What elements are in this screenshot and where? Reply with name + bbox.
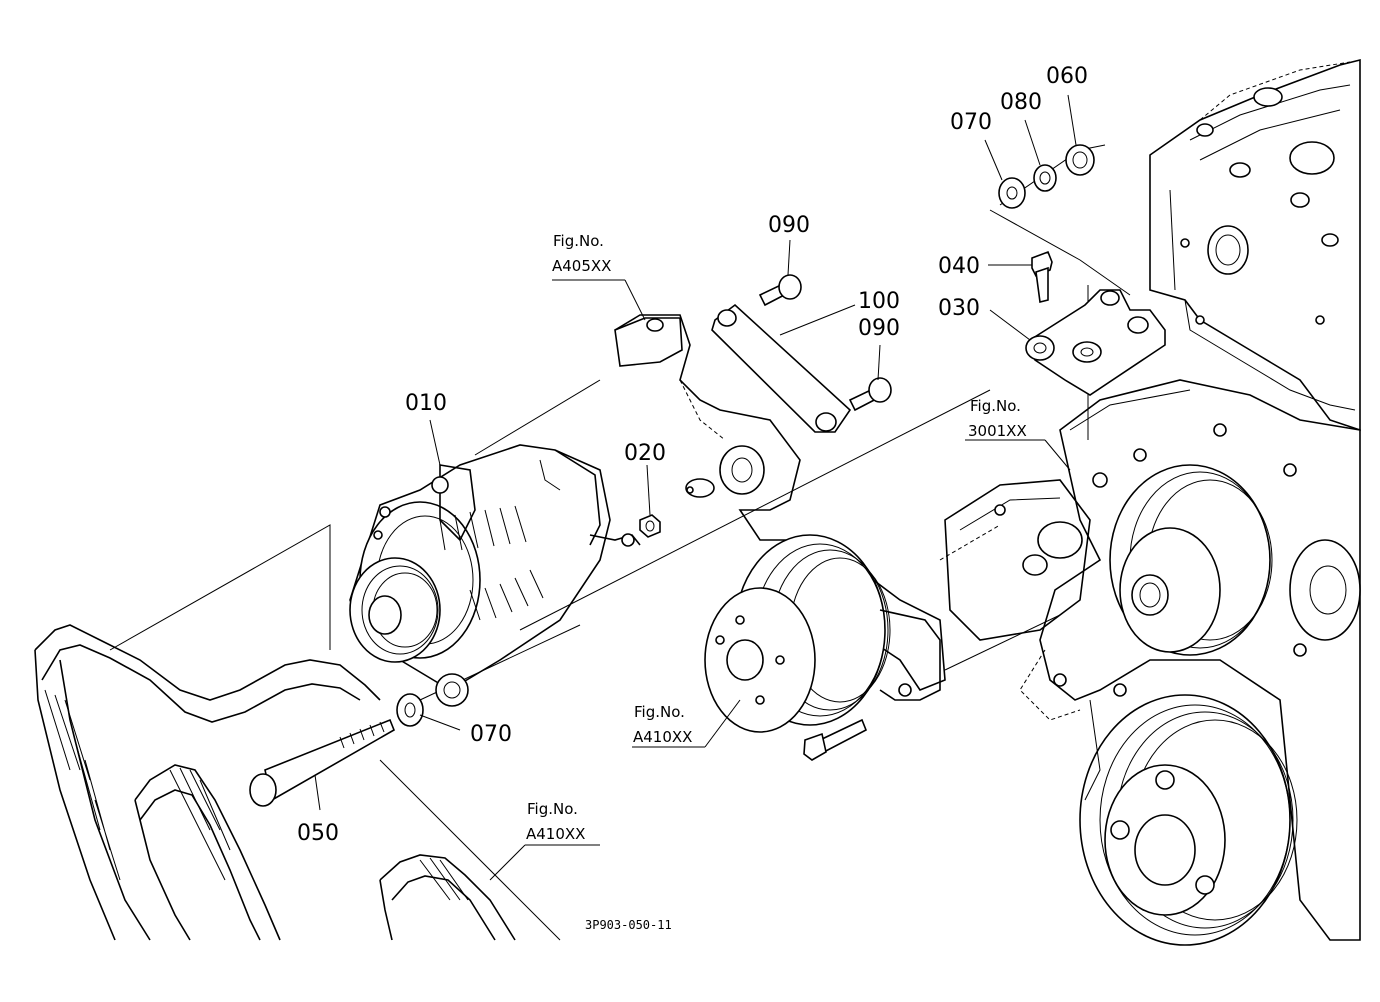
part-label-030: 030: [938, 296, 980, 321]
part-label-090-lower: 090: [858, 316, 900, 341]
drawing-code: 3P903-050-11: [585, 918, 672, 932]
part-label-020: 020: [624, 441, 666, 466]
adjusting-plate-100: [711, 303, 852, 433]
washer-070-upper: [998, 177, 1026, 209]
fig-ref-a410-belt-code: A410XX: [526, 825, 585, 843]
bolt-050: [249, 718, 396, 807]
alternator: [349, 444, 641, 707]
part-label-070-upper: 070: [950, 110, 992, 135]
fig-ref-a410-belt-caption: Fig.No.: [527, 800, 578, 818]
nut-060: [1065, 144, 1095, 176]
part-label-070-lower: 070: [470, 722, 512, 747]
washer-070-lower: [396, 693, 424, 727]
part-label-060: 060: [1046, 64, 1088, 89]
fig-ref-a405-caption: Fig.No.: [553, 232, 604, 250]
fan-pulley: [704, 534, 941, 733]
leader-lines: [314, 94, 1077, 881]
bolt-090-lower: [848, 377, 892, 412]
part-label-050: 050: [297, 821, 339, 846]
fig-ref-3001-caption: Fig.No.: [970, 397, 1021, 415]
fig-ref-3001-code: 3001XX: [968, 422, 1027, 440]
v-belt: [34, 624, 381, 941]
pulley-bolt: [803, 718, 868, 761]
poly-belt: [134, 764, 516, 941]
part-label-040: 040: [938, 254, 980, 279]
bracket-030: [1025, 289, 1166, 396]
part-label-100: 100: [858, 289, 900, 314]
fig-ref-a405-code: A405XX: [552, 257, 611, 275]
alternator-bracket: [614, 314, 946, 691]
fig-ref-a410-pump-caption: Fig.No.: [634, 703, 685, 721]
bolt-040: [1031, 250, 1053, 303]
engine-block: [939, 58, 1361, 946]
bolt-090-upper: [758, 274, 802, 307]
part-label-010: 010: [405, 391, 447, 416]
part-label-090-upper: 090: [768, 213, 810, 238]
nut-020: [639, 514, 661, 538]
part-label-080: 080: [1000, 90, 1042, 115]
fig-ref-a410-pump-code: A410XX: [633, 728, 692, 746]
lock-washer-080: [1033, 164, 1057, 192]
